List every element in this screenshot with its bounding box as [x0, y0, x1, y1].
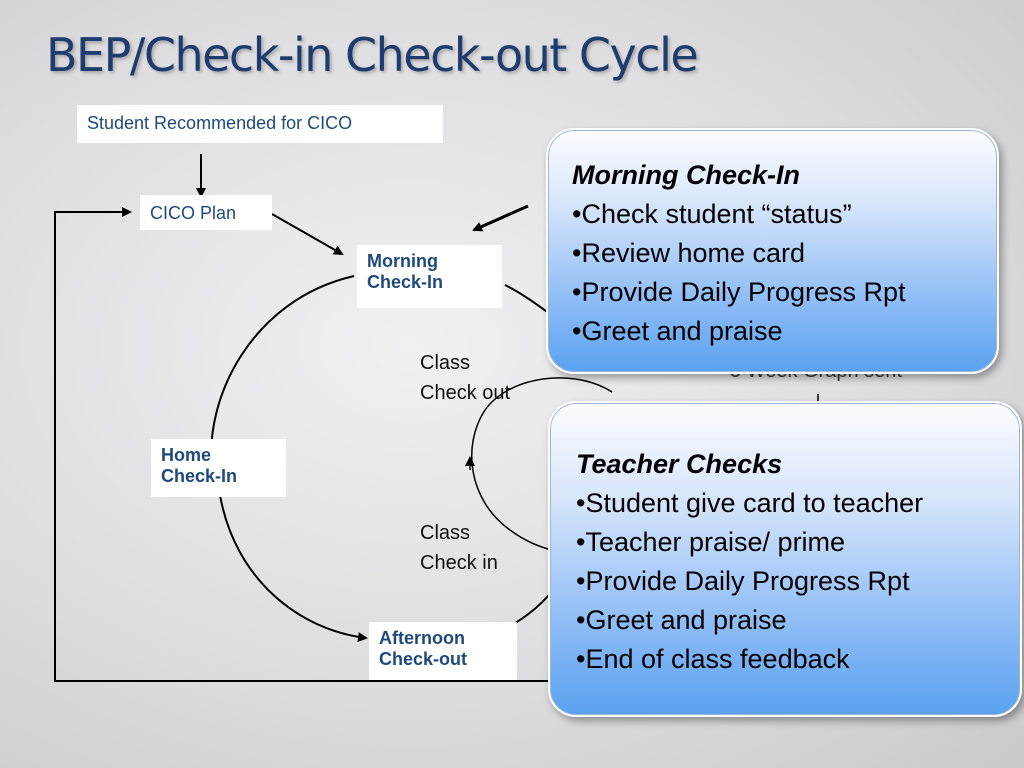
morning-checkin-callout: Morning Check-In •Check student “status”… — [546, 128, 999, 374]
cico-plan-box: CICO Plan — [140, 195, 272, 230]
morning-callout-item: •Check student “status” — [572, 199, 852, 229]
callout-pointer-arrow — [472, 204, 529, 232]
feedback-loop-line — [54, 207, 560, 682]
morning-checkin-box: Morning Check-In — [357, 245, 502, 308]
class-checkout-label: Class Check out — [420, 352, 511, 404]
teacher-callout-item: •Provide Daily Progress Rpt — [576, 566, 910, 596]
teacher-callout-item: •End of class feedback — [576, 644, 850, 674]
teacher-callout-item: •Teacher praise/ prime — [576, 527, 846, 557]
class-circle-arc — [470, 377, 613, 553]
arc-home-to-afternoon — [219, 494, 368, 642]
morning-callout-heading: Morning Check-In — [572, 160, 800, 190]
teacher-checks-callout: Teacher Checks •Student give card to tea… — [548, 401, 1022, 717]
teacher-callout-heading: Teacher Checks — [576, 449, 783, 479]
arc-morning-to-home — [206, 275, 355, 468]
class-checkin-label: Class Check in — [420, 522, 498, 574]
teacher-callout-item: •Student give card to teacher — [576, 488, 924, 518]
morning-callout-item: •Provide Daily Progress Rpt — [572, 277, 906, 307]
morning-callout-item: •Review home card — [572, 238, 806, 268]
student-recommended-box: Student Recommended for CICO — [77, 105, 443, 143]
arrow-plan-to-morning — [271, 213, 344, 255]
morning-callout-item: •Greet and praise — [572, 316, 783, 346]
page-title: BEP/Check-in Check-out Cycle — [46, 28, 699, 82]
afternoon-checkout-box: Afternoon Check-out — [369, 622, 517, 680]
home-checkin-box: Home Check-In — [151, 439, 286, 497]
teacher-callout-item: •Greet and praise — [576, 605, 787, 635]
